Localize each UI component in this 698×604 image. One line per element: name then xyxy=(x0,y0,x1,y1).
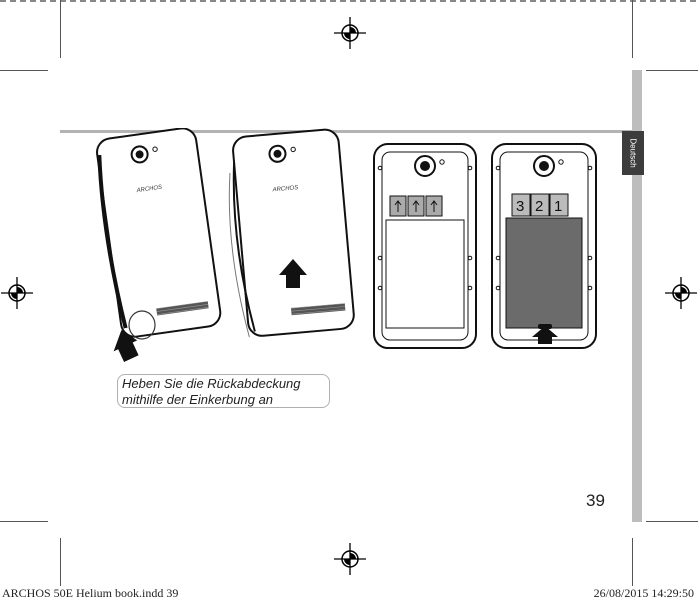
sim-slot-1 xyxy=(549,193,569,217)
sim-slot-3 xyxy=(511,193,531,217)
side-bar xyxy=(632,70,642,522)
registration-mark-top xyxy=(334,17,366,49)
notch-highlight-circle xyxy=(128,310,156,340)
arrow-icon xyxy=(113,330,139,362)
crop-mark xyxy=(0,70,48,71)
crop-mark xyxy=(646,70,698,71)
brand-label: ARCHOS xyxy=(271,185,298,193)
phone-illustrations-right: 3 2 1 xyxy=(373,143,597,349)
phone-illustrations-left: ARCHOS ARCHOS xyxy=(96,128,355,362)
registration-mark-right xyxy=(665,277,697,309)
section-rule xyxy=(60,130,632,133)
sim-slot-2 xyxy=(530,193,550,217)
footer-timestamp: 26/08/2015 14:29:50 xyxy=(593,586,694,600)
battery xyxy=(505,217,583,329)
arrow-up-icon xyxy=(532,326,558,344)
crop-mark xyxy=(646,521,698,522)
slot-label: 2 xyxy=(535,198,543,215)
crop-mark xyxy=(632,0,633,58)
slot-label: 3 xyxy=(516,198,524,215)
crop-mark xyxy=(0,521,48,522)
language-tab-label: Deutsch xyxy=(628,138,638,168)
speaker-grille xyxy=(156,301,209,316)
registration-mark-left xyxy=(1,277,33,309)
slot-label: 1 xyxy=(554,198,562,215)
footer-file-info: ARCHOS 50E Helium book.indd 39 xyxy=(2,586,179,600)
battery-compartment xyxy=(385,219,465,329)
phone-open-2: 3 2 1 xyxy=(491,143,597,349)
crop-mark xyxy=(60,538,61,586)
caption-line-1: Heben Sie die Rückabdeckung xyxy=(122,376,301,391)
page-number: 39 xyxy=(586,491,605,510)
caption-line-2: mithilfe der Einkerbung an xyxy=(122,392,274,407)
crop-mark xyxy=(632,538,633,586)
phone-back-2: ARCHOS xyxy=(228,128,355,338)
arrow-up-icon xyxy=(279,259,307,288)
crop-mark xyxy=(60,0,61,58)
language-tab: Deutsch xyxy=(622,131,644,175)
brand-label: ARCHOS xyxy=(135,185,162,195)
phone-back-1: ARCHOS xyxy=(96,128,222,338)
instruction-caption: Heben Sie die Rückabdeckung mithilfe der… xyxy=(117,374,330,408)
phone-open-1 xyxy=(373,143,477,349)
registration-mark-bottom xyxy=(334,543,366,575)
top-trim-line xyxy=(0,0,698,2)
